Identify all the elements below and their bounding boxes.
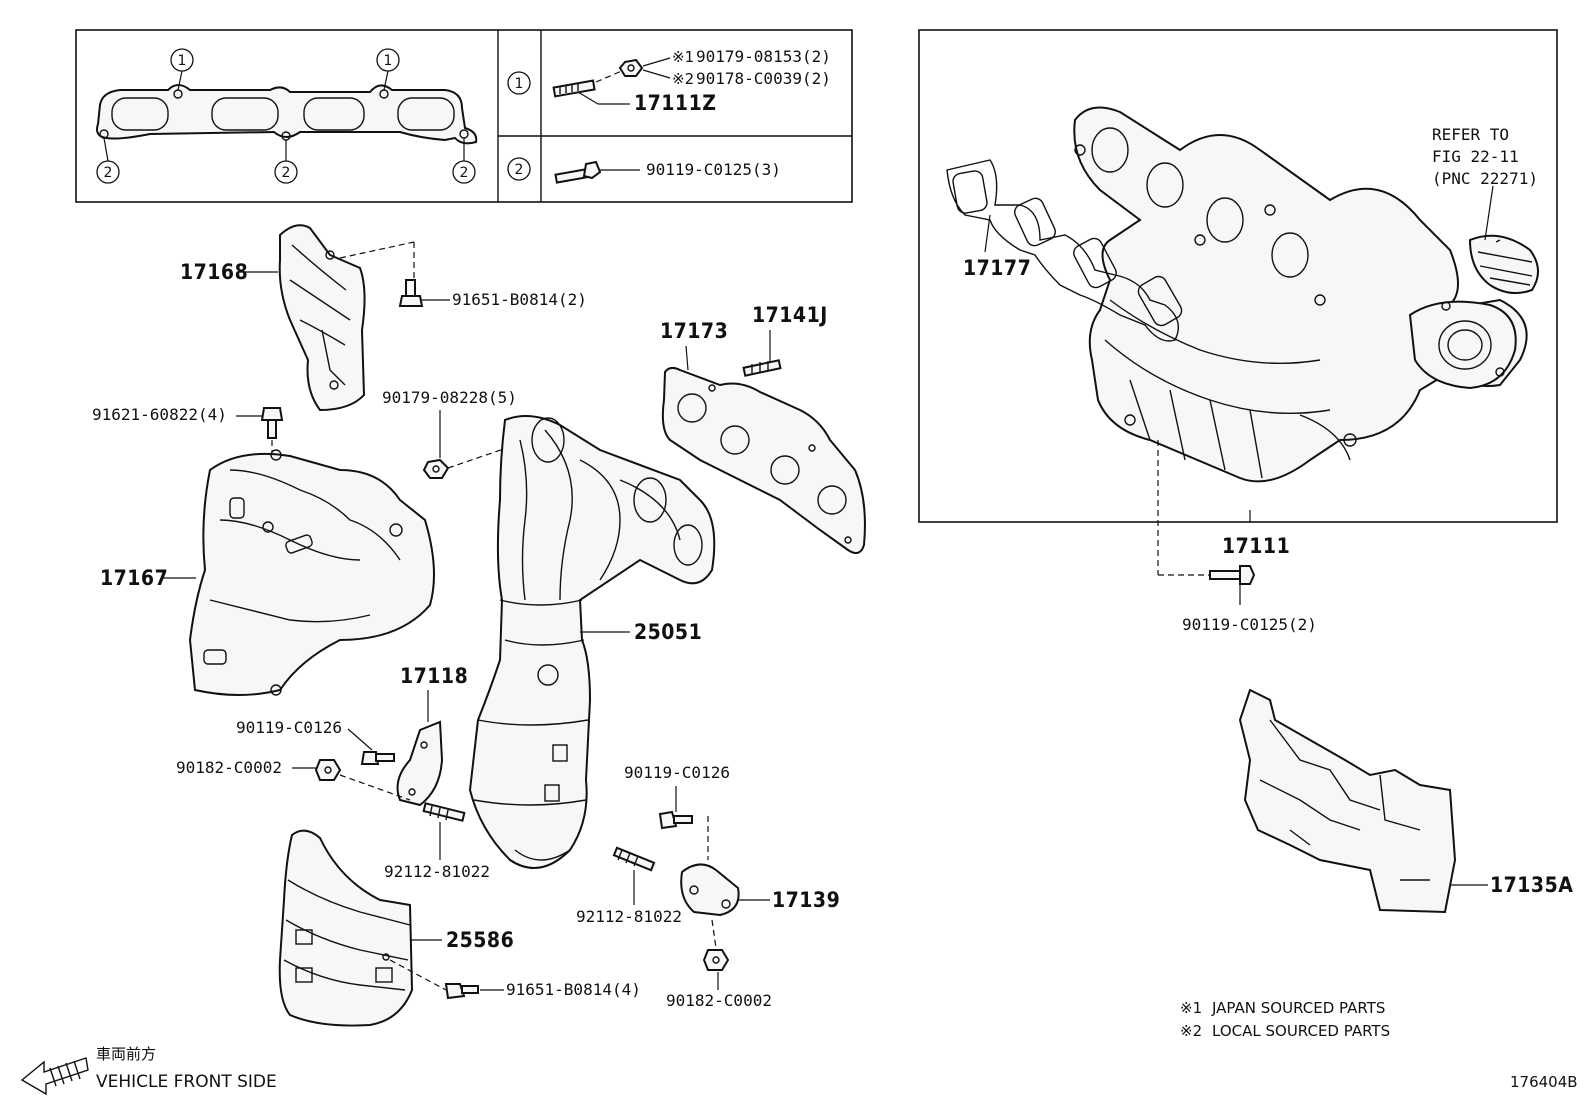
part-number-17118: 17118	[400, 664, 468, 688]
part-number-90182-C0002-right: 90182-C0002	[666, 991, 772, 1010]
stud-icon	[742, 359, 782, 377]
heat-insulator-17167	[188, 449, 435, 696]
circle-number: 1	[384, 53, 393, 69]
part-number-90179-08228: 90179-08228(5)	[382, 388, 517, 407]
bolt-icon	[398, 279, 424, 307]
part-number-17167: 17167	[100, 566, 168, 590]
bolt-icon	[360, 751, 395, 765]
part-number-17168: 17168	[180, 260, 248, 284]
part-number-90119-C0126-left: 90119-C0126	[236, 718, 342, 737]
gasket-callout-1-left: 1	[170, 48, 194, 91]
gasket-callout-1-right: 1	[376, 48, 400, 91]
vehicle-front-indicator: 車両前方 VEHICLE FRONT SIDE	[20, 1045, 277, 1096]
part-number-92112-81022-right: 92112-81022	[576, 907, 682, 926]
bolt-icon	[554, 160, 602, 184]
front-arrow-icon	[20, 1057, 89, 1096]
throttle-cover-icon	[1468, 234, 1539, 295]
part-number-90119-C0125-3: 90119-C0125(3)	[646, 160, 781, 179]
inset-row-1: 1 ※1 90179-08153(2) ※2 90178-C0039(2) 17…	[507, 47, 831, 115]
part-number-17173: 17173	[660, 319, 728, 343]
bolt-icon	[444, 983, 479, 1000]
part-number-90179-08153: 90179-08153(2)	[696, 47, 831, 66]
front-label-jp: 車両前方	[96, 1045, 156, 1063]
bolt-icon	[1209, 565, 1256, 585]
nut-icon	[422, 458, 450, 479]
nut-icon	[618, 58, 644, 77]
gasket-inset-table: 1 1 2 2 2 1	[75, 29, 853, 203]
circle-number: 2	[282, 165, 291, 181]
part-number-17141J: 17141J	[752, 303, 828, 327]
stud-icon	[612, 846, 656, 872]
part-number-92112-81022-left: 92112-81022	[384, 862, 490, 881]
bolt-icon	[658, 810, 693, 830]
gasket-callout-2-right: 2	[452, 138, 476, 184]
bracket-17118	[396, 720, 444, 807]
part-number-91651-B0814-2: 91651-B0814(2)	[452, 290, 587, 309]
part-number-17111: 17111	[1222, 534, 1290, 558]
refer-line-2: FIG 22-11	[1432, 147, 1519, 166]
row-2-number: 2	[515, 162, 524, 178]
part-number-17135A: 17135A	[1490, 873, 1573, 897]
nut-icon	[314, 759, 342, 781]
part-number-91621-60822: 91621-60822(4)	[92, 405, 227, 424]
part-number-90182-C0002-left: 90182-C0002	[176, 758, 282, 777]
figure-id: 176404B	[1510, 1073, 1578, 1091]
nut-icon	[702, 949, 730, 971]
part-number-25586: 25586	[446, 928, 514, 952]
part-number-91651-B0814-4: 91651-B0814(4)	[506, 980, 641, 999]
intake-manifold-box	[918, 29, 1558, 523]
heat-insulator-17135A	[1238, 688, 1457, 914]
legend: ※1 JAPAN SOURCED PARTS ※2 LOCAL SOURCED …	[1180, 999, 1390, 1040]
part-number-90119-C0126-right: 90119-C0126	[624, 763, 730, 782]
heat-insulator-25586	[278, 829, 414, 1027]
refer-line-1: REFER TO	[1432, 125, 1509, 144]
part-number-90178-C0039: 90178-C0039(2)	[696, 69, 831, 88]
circle-number: 2	[460, 165, 469, 181]
circle-number: 2	[104, 165, 113, 181]
stud-icon	[422, 802, 466, 822]
intake-gasket	[946, 159, 1183, 342]
front-label-en: VEHICLE FRONT SIDE	[96, 1072, 277, 1092]
stud-icon	[552, 79, 596, 98]
refer-line-3: (PNC 22271)	[1432, 169, 1538, 188]
note-2-mark: ※2	[672, 70, 694, 88]
note-1-mark: ※1	[672, 48, 694, 66]
gasket-callout-2-middle: 2	[274, 140, 298, 184]
part-number-90119-C0125-2: 90119-C0125(2)	[1182, 615, 1317, 634]
part-number-17139: 17139	[772, 888, 840, 912]
part-number-17111Z: 17111Z	[634, 91, 716, 115]
exhaust-gasket-drawing	[96, 84, 478, 145]
legend-text-1: JAPAN SOURCED PARTS	[1211, 999, 1385, 1017]
row-1-number: 1	[515, 76, 524, 92]
circle-number: 1	[178, 53, 187, 69]
legend-text-2: LOCAL SOURCED PARTS	[1212, 1022, 1390, 1040]
part-number-17177: 17177	[963, 256, 1031, 280]
part-number-25051: 25051	[634, 620, 702, 644]
exhaust-gasket-17173	[661, 366, 866, 555]
gasket-callout-2-left: 2	[96, 137, 120, 184]
intake-manifold	[1073, 106, 1528, 483]
legend-mark-2: ※2	[1180, 1022, 1202, 1040]
exhaust-manifold-converter-25051	[468, 415, 716, 869]
heat-insulator-17168	[278, 224, 366, 412]
legend-mark-1: ※1	[1180, 999, 1202, 1017]
inset-row-2: 2 90119-C0125(3)	[507, 157, 781, 184]
bolt-icon	[260, 407, 284, 439]
bracket-17139	[680, 863, 740, 917]
